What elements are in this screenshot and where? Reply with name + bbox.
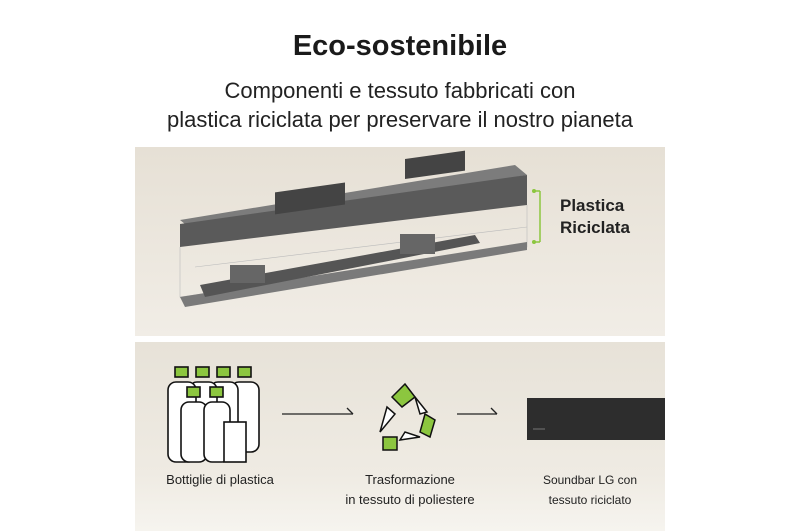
arrow-right-icon [282, 407, 354, 415]
recycle-icon [379, 382, 436, 451]
step-caption-soundbar: Soundbar LG con tessuto riciclato [515, 470, 665, 510]
step-caption-bottles: Bottiglie di plastica [135, 470, 305, 490]
arrow-right-icon [457, 407, 498, 415]
label-line-2: Riciclata [560, 218, 630, 237]
page-title: Eco-sostenibile [292, 30, 508, 62]
step-caption-transformation: Trasformazione in tessuto di poliestere [320, 470, 500, 510]
caption-line: tessuto riciclato [548, 493, 632, 507]
subtitle-line-1: Componenti e tessuto fabbricati con [224, 78, 576, 103]
exploded-view-panel: Plastica Riciclata [135, 147, 665, 336]
caption-line: Bottiglie di plastica [166, 472, 274, 487]
caption-line: Trasformazione [365, 472, 455, 487]
label-line-1: Plastica [560, 196, 625, 215]
recycled-plastic-label: Plastica Riciclata [560, 195, 630, 239]
process-illustration [167, 366, 665, 463]
bracket-icon [532, 189, 541, 244]
caption-line: in tessuto di poliestere [345, 492, 475, 507]
plastic-bottles-icon [167, 366, 260, 463]
subtitle-line-2: plastica riciclata per preservare il nos… [167, 107, 633, 132]
soundbar-image [527, 398, 665, 440]
soundbar-exploded-illustration [179, 150, 541, 307]
process-panel: Bottiglie di plastica Trasformazione in … [135, 342, 665, 531]
subtitle: Componenti e tessuto fabbricati con plas… [0, 76, 800, 134]
caption-line: Soundbar LG con [542, 473, 638, 487]
